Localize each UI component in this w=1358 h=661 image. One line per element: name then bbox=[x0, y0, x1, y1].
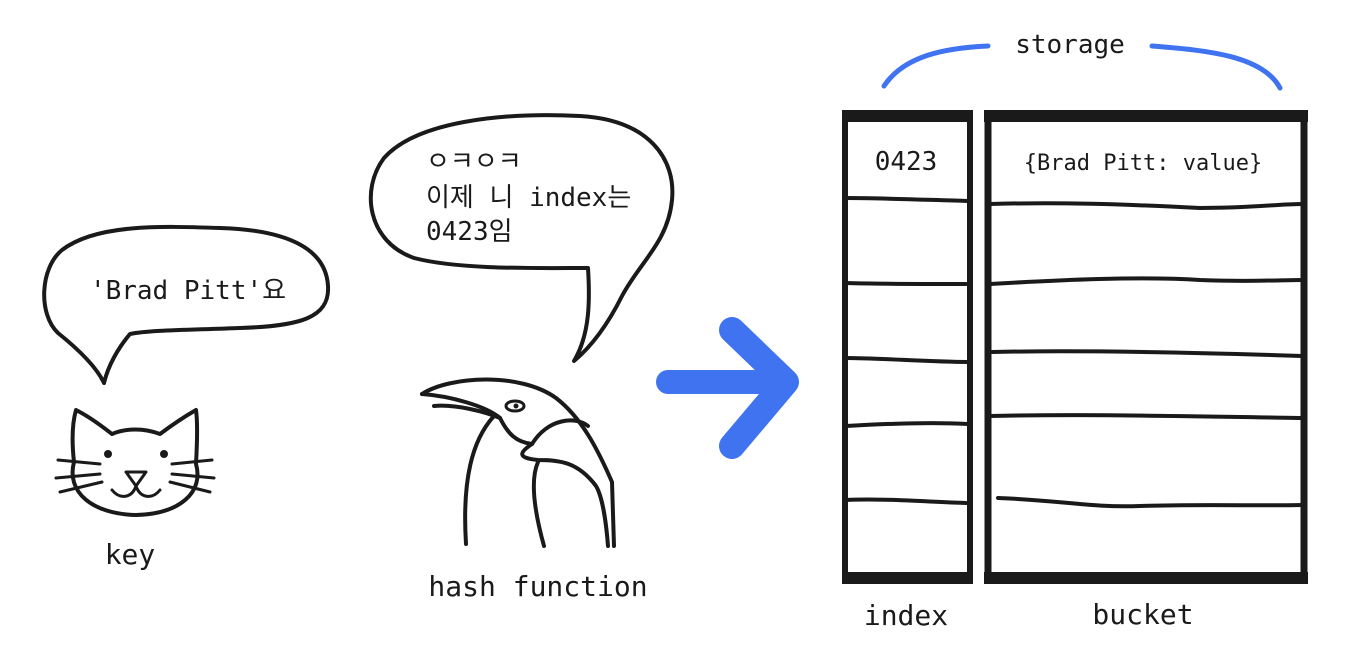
hash-speech-line-3: 0423임 bbox=[426, 217, 513, 247]
index-cell-0: 0423 bbox=[875, 147, 938, 177]
hash-speech-bubble bbox=[368, 113, 675, 363]
storage-brace bbox=[881, 43, 1283, 91]
bucket-label: bucket bbox=[1092, 598, 1193, 631]
penguin-icon bbox=[420, 377, 616, 548]
key-speech-text: 'Brad Pitt'요 bbox=[90, 276, 286, 306]
key-label: key bbox=[105, 538, 156, 571]
index-label: index bbox=[864, 599, 948, 632]
cat-face-icon bbox=[54, 408, 216, 517]
hash-function-label: hash function bbox=[428, 570, 647, 603]
index-column bbox=[842, 110, 973, 584]
key-speech-bubble bbox=[42, 224, 331, 385]
hash-speech-line-1: ㅇㅋㅇㅋ bbox=[426, 147, 522, 177]
hash-speech-line-2: 이제 니 index는 bbox=[426, 183, 631, 213]
bucket-cell-0: {Brad Pitt: value} bbox=[1024, 151, 1262, 176]
right-arrow-icon bbox=[656, 317, 799, 459]
storage-title: storage bbox=[1015, 30, 1125, 60]
bucket-column bbox=[984, 110, 1308, 584]
